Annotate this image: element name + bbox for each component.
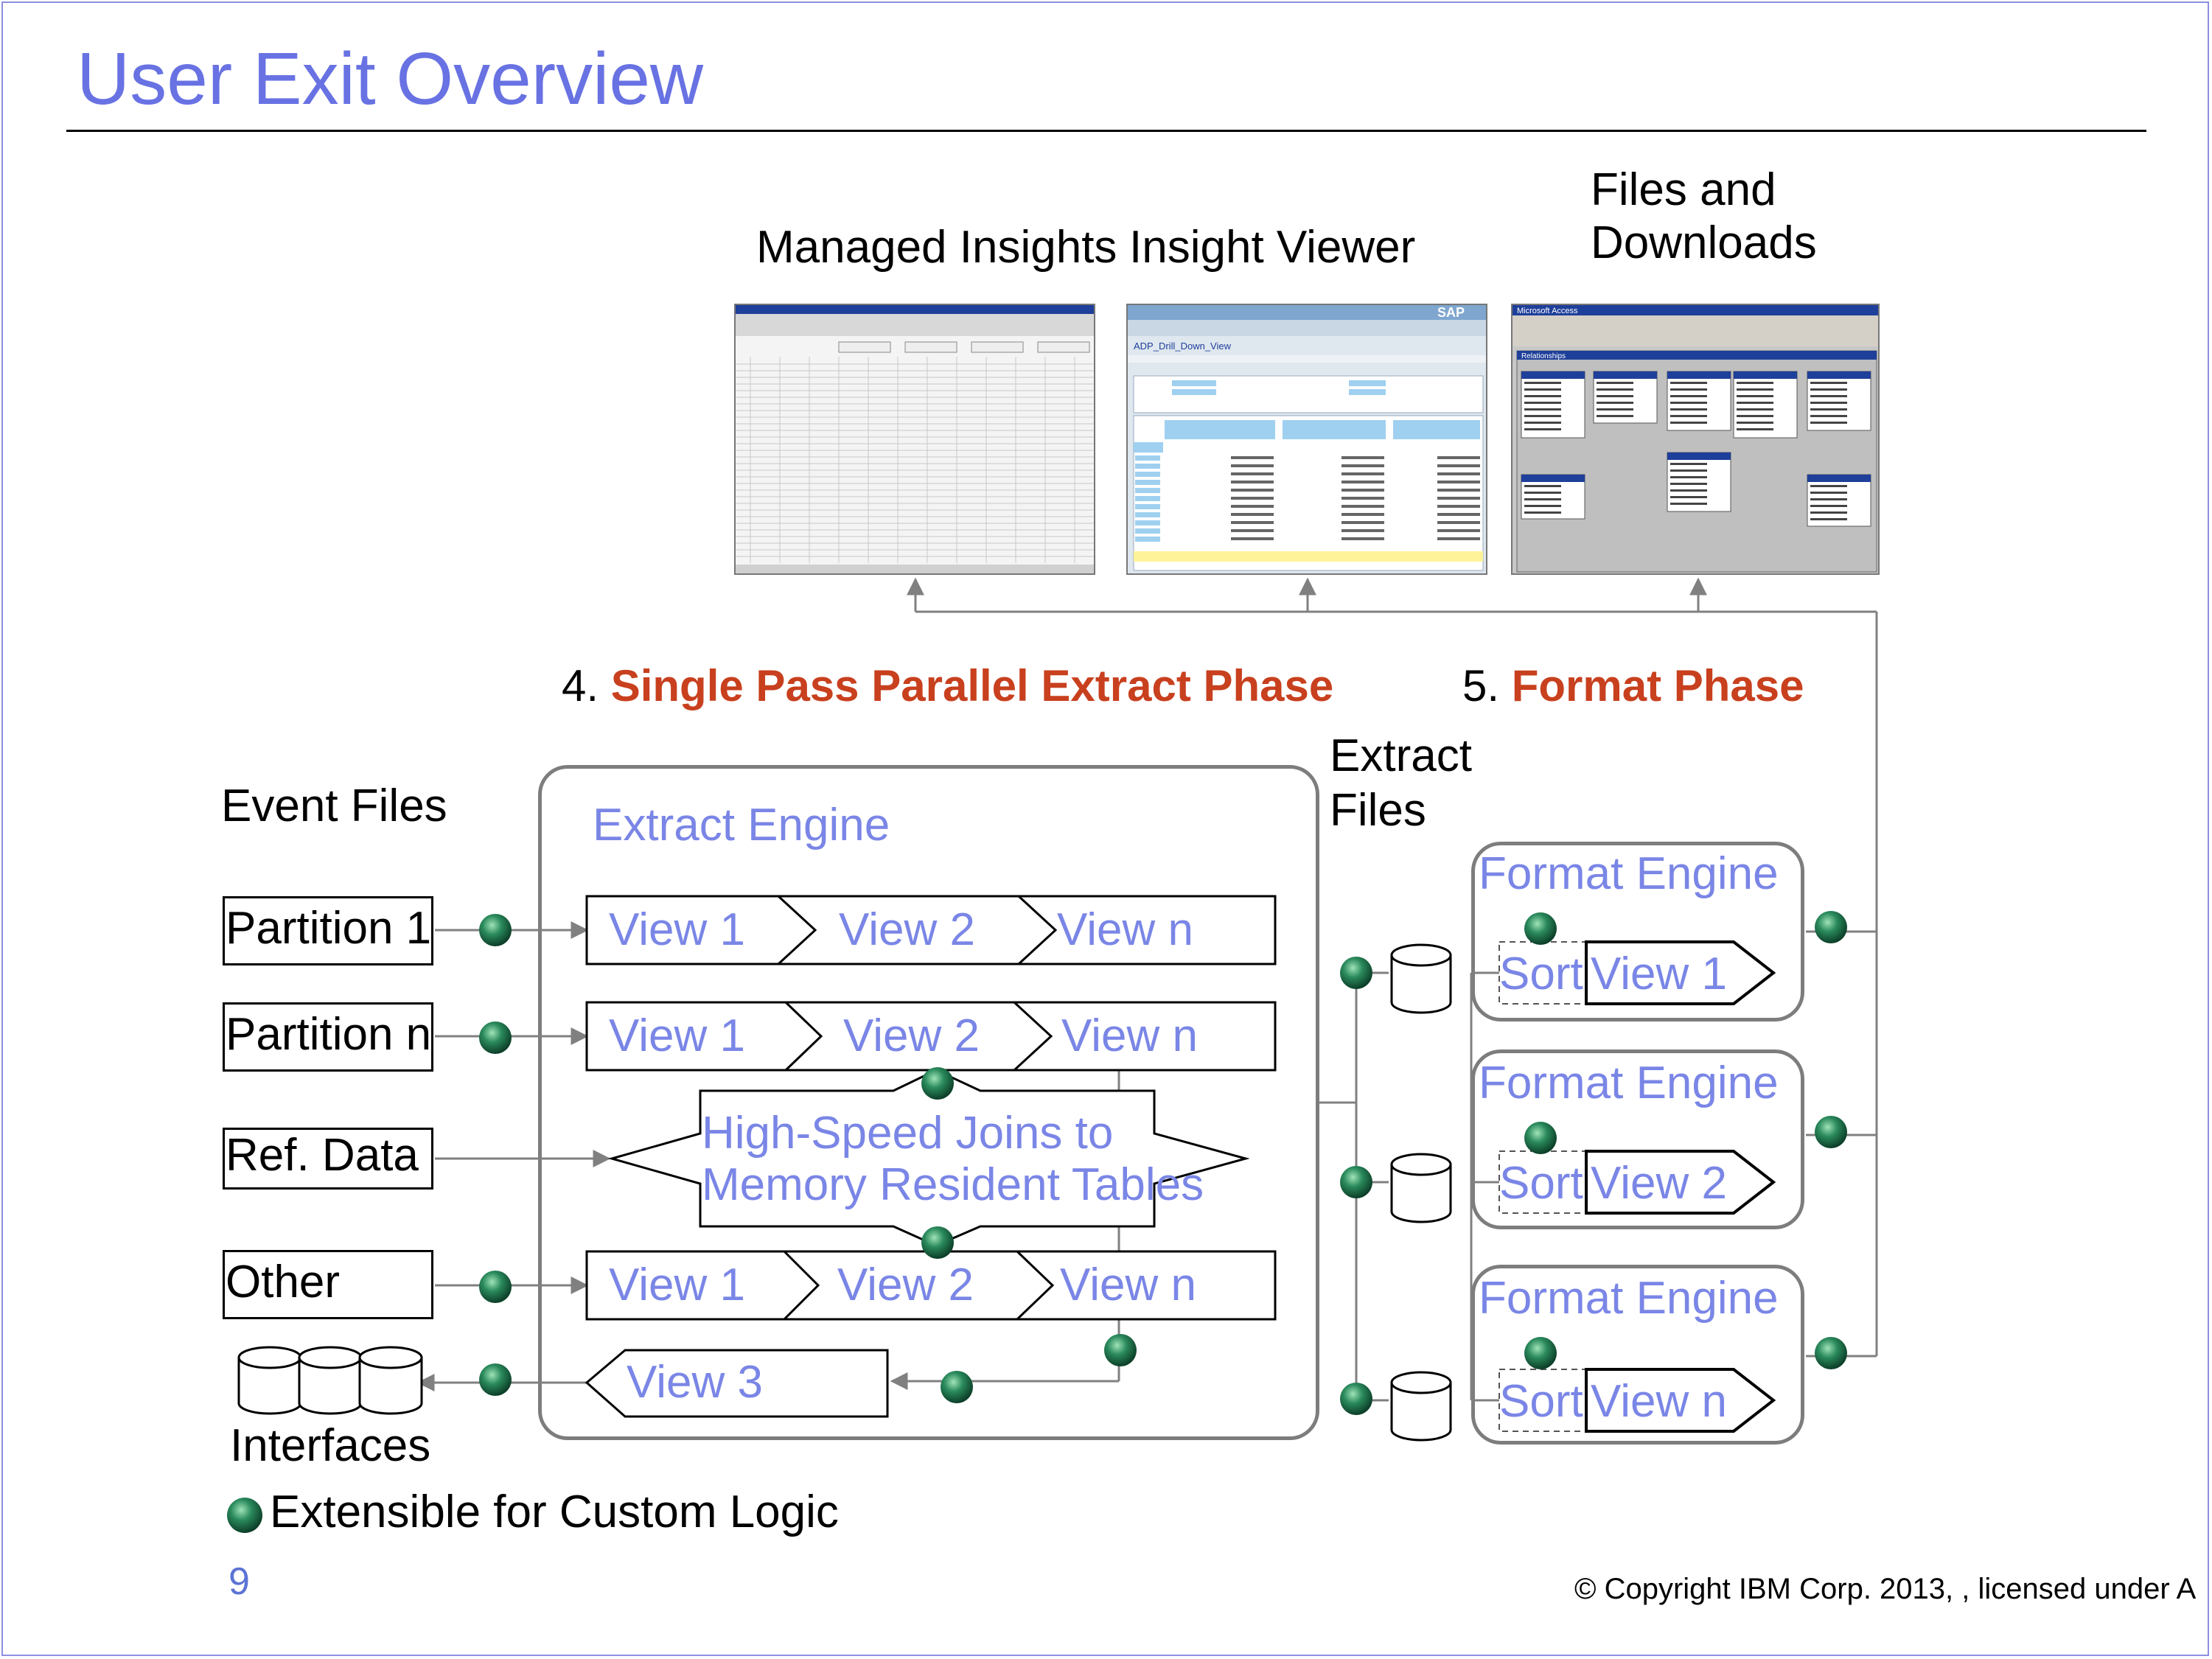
format-engine-2-container <box>1471 1049 1804 1229</box>
exit-node-icon <box>921 1067 954 1100</box>
extract-phase-name: Single Pass Parallel Extract Phase <box>610 661 1334 710</box>
row2-view-2: View 2 <box>843 1010 980 1061</box>
format-engine-1-sort: Sort <box>1499 949 1583 999</box>
row1-view-1: View 1 <box>609 904 745 955</box>
interfaces-cylinders <box>237 1346 423 1415</box>
row2-view-n: View n <box>1061 1010 1198 1061</box>
extract-files-label-line1: Extract <box>1330 730 1472 781</box>
exit-node-icon <box>1524 1122 1557 1154</box>
other-box <box>223 1250 433 1319</box>
format-phase-number: 5. <box>1462 661 1500 710</box>
extract-engine-container <box>538 765 1319 1440</box>
spreadsheet-thumbnail <box>736 305 1094 573</box>
exit-node-icon <box>1524 912 1557 945</box>
sap-view-title: ADP_Drill_Down_View <box>1134 340 1232 352</box>
extract-phase-heading: 4. Single Pass Parallel Extract Phase <box>562 660 1333 711</box>
event-files-header: Event Files <box>221 780 447 831</box>
format-engine-3-view: View n <box>1591 1376 1727 1427</box>
format-engine-1-view: View 1 <box>1591 949 1727 999</box>
insight-viewer-label: Insight Viewer <box>1129 222 1416 273</box>
ref-data-box <box>223 1128 433 1190</box>
access-window-title: Relationships <box>1521 352 1566 360</box>
view-chevron-rows <box>585 895 1277 1418</box>
format-engine-1-container <box>1471 842 1804 1021</box>
files-downloads-label-line1: Files and <box>1591 164 1776 215</box>
row2-view-1: View 1 <box>609 1010 745 1061</box>
ref-data-label: Ref. Data <box>226 1130 419 1181</box>
partition-1-label: Partition 1 <box>226 903 432 954</box>
exit-node-icon <box>479 1363 512 1396</box>
format-engine-2-label: Format Engine <box>1479 1058 1779 1108</box>
partition-1-box <box>223 896 433 965</box>
exit-node-icon <box>1340 957 1372 989</box>
joins-line-1: High-Speed Joins to <box>702 1108 1114 1159</box>
format-engine-2-sort: Sort <box>1499 1158 1583 1209</box>
format-engine-2-view: View 2 <box>1591 1158 1727 1209</box>
exit-node-icon <box>1815 911 1847 943</box>
access-title: Microsoft Access <box>1517 307 1578 315</box>
exit-node-icon <box>479 1271 512 1303</box>
interfaces-label: Interfaces <box>230 1420 431 1471</box>
exit-node-icon <box>1104 1334 1137 1366</box>
other-label: Other <box>226 1257 341 1307</box>
exit-node-icon <box>1524 1337 1557 1369</box>
format-engine-3-container <box>1471 1265 1804 1445</box>
legend-exit-node-icon <box>227 1498 262 1533</box>
format-phase-name: Format Phase <box>1511 661 1804 710</box>
exit-node-icon <box>1340 1166 1372 1198</box>
row3-view-2: View 2 <box>837 1260 974 1310</box>
custom-logic-exit-nodes <box>227 911 1847 1533</box>
exit-node-icon <box>921 1226 954 1259</box>
insight-viewer-screenshot: SAP ADP_Drill_Down_View <box>1126 304 1487 575</box>
legend-custom-logic: Extensible for Custom Logic <box>270 1487 839 1537</box>
extract-files-label-line2: Files <box>1330 785 1426 836</box>
format-view-boxes <box>1498 940 1776 1433</box>
format-engine-1-label: Format Engine <box>1479 848 1779 899</box>
exit-node-icon <box>479 1021 512 1054</box>
extract-engine-label: Extract Engine <box>593 800 890 851</box>
partition-n-box <box>223 1002 433 1072</box>
row1-view-2: View 2 <box>839 904 975 955</box>
exit-node-icon <box>479 914 512 946</box>
row3-view-1: View 1 <box>609 1260 745 1310</box>
access-relationships-thumbnail: Microsoft Access Relationships <box>1513 305 1878 573</box>
copyright-notice: © Copyright IBM Corp. 2013, , licensed u… <box>1574 1573 2197 1605</box>
joins-callout-shape <box>607 1069 1250 1247</box>
managed-insights-screenshot <box>734 304 1095 575</box>
extract-phase-number: 4. <box>562 661 599 710</box>
page-number: 9 <box>228 1560 250 1603</box>
exit-node-icon <box>1815 1116 1847 1148</box>
managed-insights-label: Managed Insights <box>756 222 1117 273</box>
files-downloads-label-line2: Downloads <box>1591 217 1817 268</box>
sap-logo: SAP <box>1437 305 1465 320</box>
output-view-3: View 3 <box>627 1357 763 1408</box>
row1-view-n: View n <box>1057 904 1193 955</box>
joins-line-2: Memory Resident Tables <box>702 1159 1204 1210</box>
partition-n-label: Partition n <box>226 1009 432 1060</box>
exit-node-icon <box>1340 1383 1372 1415</box>
exit-node-icon <box>1815 1337 1847 1369</box>
sap-viewer-thumbnail: SAP ADP_Drill_Down_View <box>1128 305 1486 571</box>
page-title: User Exit Overview <box>77 38 704 120</box>
row3-view-n: View n <box>1060 1260 1196 1310</box>
title-divider <box>66 130 2146 132</box>
files-downloads-screenshot: Microsoft Access Relationships <box>1511 304 1880 575</box>
format-phase-heading: 5. Format Phase <box>1462 660 1804 711</box>
format-engine-3-label: Format Engine <box>1479 1273 1779 1324</box>
exit-node-icon <box>941 1371 973 1403</box>
format-engine-3-sort: Sort <box>1499 1376 1583 1427</box>
extract-file-cylinders <box>1390 943 1452 1442</box>
